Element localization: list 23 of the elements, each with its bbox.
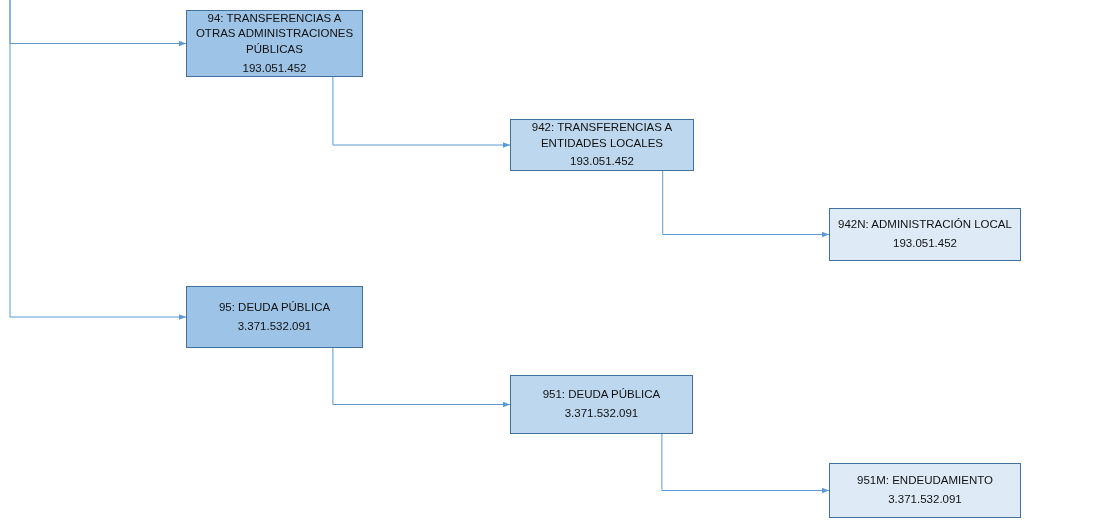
process-box [186,10,363,77]
amount-value: 3.371.532.091 [564,406,639,421]
connector-arrow [332,347,511,408]
process-box [510,119,694,171]
connector-arrow [662,170,830,238]
box-title: 95: DEUDA PÚBLICA [218,300,331,315]
amount-value: 193.051.452 [242,60,307,76]
process-box [510,375,693,434]
box-title: 951M: ENDEUDAMIENTO [857,473,993,489]
process-box [829,463,1021,518]
connector-arrow [332,76,511,148]
amount-value: 3.371.532.091 [888,492,962,507]
amount-value: 3.371.532.091 [237,318,312,334]
process-box [829,208,1021,261]
amount-value: 193.051.452 [893,236,957,251]
connector-arrow [661,433,830,494]
box-title: 951: DEUDA PÚBLICA [542,387,661,403]
box-title: 94: TRANSFERENCIAS A OTRAS ADMINISTRACIONES PÚBLICAS [194,10,355,57]
connector-arrow [9,0,187,320]
box-title: 942N: ADMINISTRACIÓN LOCAL [838,217,1012,233]
box-title: 942: TRANSFERENCIAS A ENTIDADES LOCALES [530,120,674,151]
amount-value: 193.051.452 [570,154,634,170]
process-box [186,286,363,348]
